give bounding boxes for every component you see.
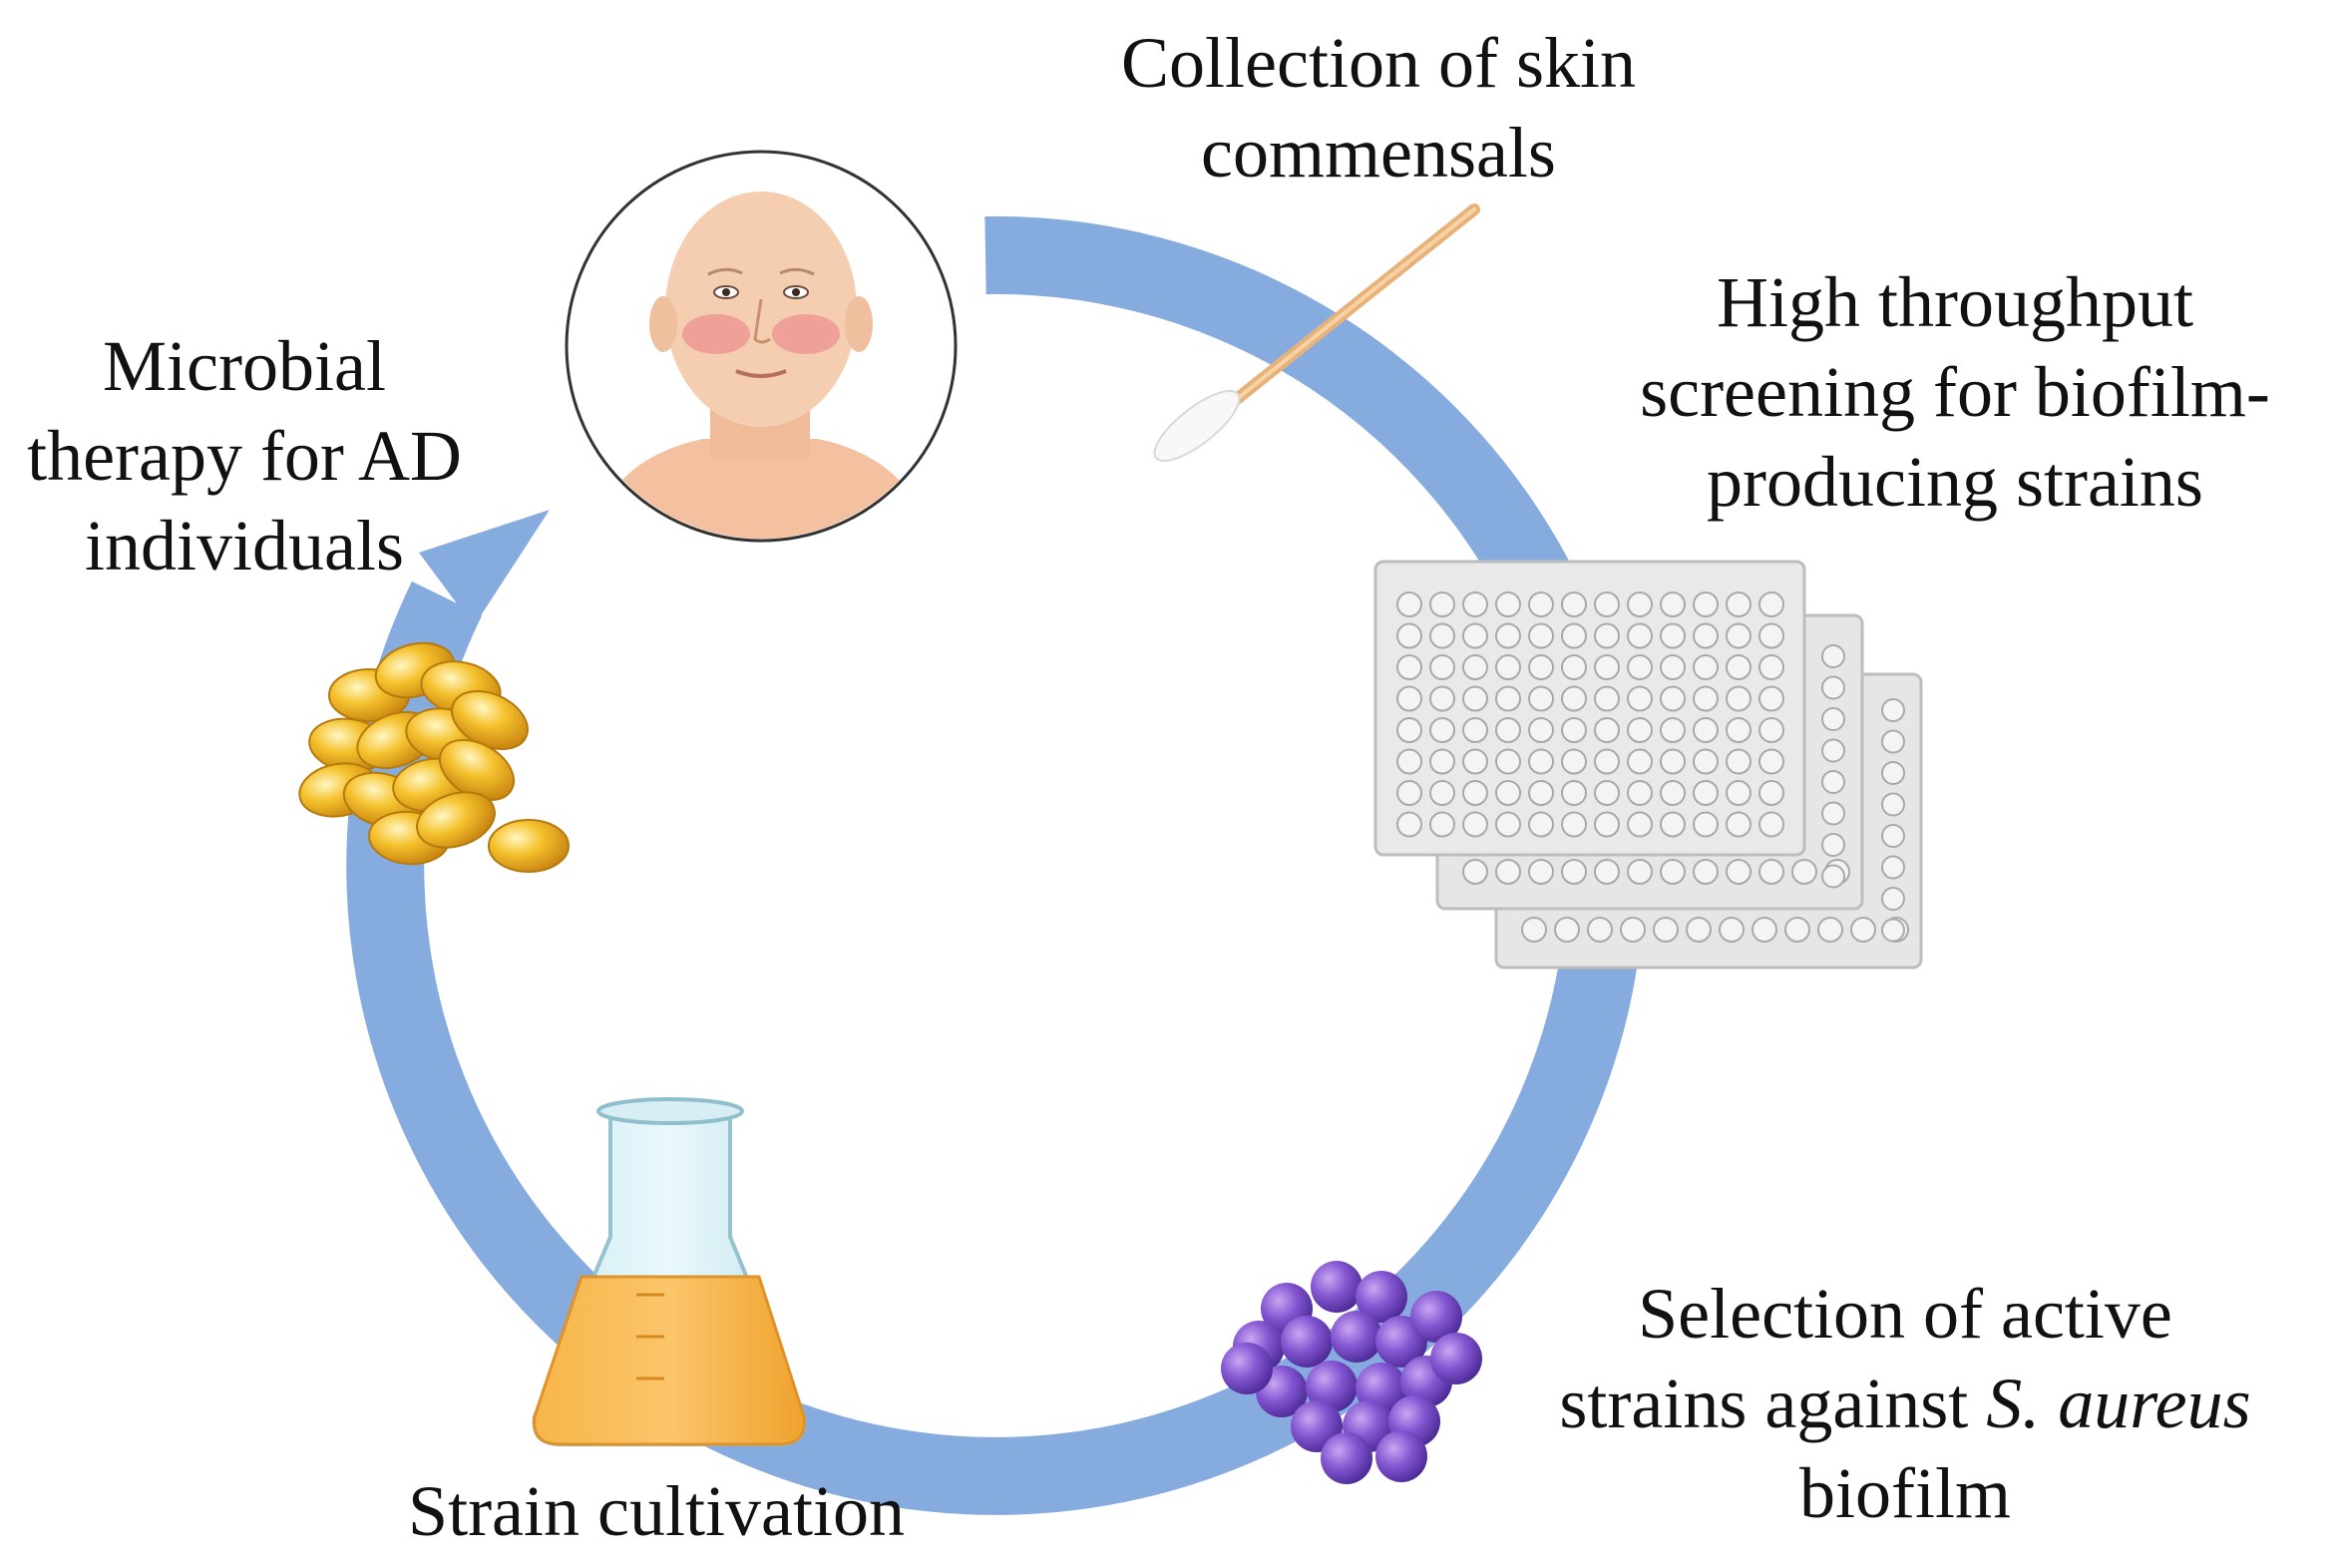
selection-line-2: strains against S. aureus [1496, 1359, 2314, 1448]
step-label-cultivation: Strain cultivation [367, 1466, 946, 1556]
selection-species-name: S. aureus [1986, 1364, 2251, 1443]
step-label-collection: Collection of skin commensals [1019, 18, 1738, 197]
selection-line-2-prefix: strains against [1559, 1364, 1987, 1443]
step-label-therapy: Microbial therapy for AD individuals [0, 321, 489, 590]
therapy-line-3: individuals [85, 506, 404, 586]
collection-line-1: Collection of skin [1121, 23, 1636, 103]
selection-line-1: Selection of active [1638, 1274, 2172, 1354]
step-label-selection: Selection of active strains against S. a… [1496, 1269, 2314, 1538]
microplate-stack-icon [1373, 560, 1923, 970]
screening-line-3: producing strains [1707, 442, 2203, 522]
plate-wells [1396, 591, 1909, 943]
cultivation-line-1: Strain cultivation [408, 1471, 905, 1551]
collection-line-2: commensals [1201, 113, 1556, 193]
screening-line-2: screening for biofilm- [1640, 352, 2270, 432]
cycle-arrowhead [419, 510, 550, 626]
staphylococcus-cluster-icon [1221, 1261, 1482, 1484]
therapy-line-2: therapy for AD [27, 416, 462, 496]
cotton-swab-icon [1153, 203, 1480, 463]
therapy-line-1: Microbial [103, 326, 386, 406]
step-label-screening: High throughput screening for biofilm- p… [1586, 257, 2324, 527]
screening-line-1: High throughput [1717, 262, 2193, 342]
patient-face-icon [565, 150, 958, 543]
selection-line-3: biofilm [1799, 1453, 2011, 1533]
cycle-arrow [346, 215, 1646, 1515]
erlenmeyer-flask-icon [532, 1097, 807, 1446]
probiotic-capsules-icon [298, 641, 570, 873]
cycle-arc [346, 215, 1646, 1515]
